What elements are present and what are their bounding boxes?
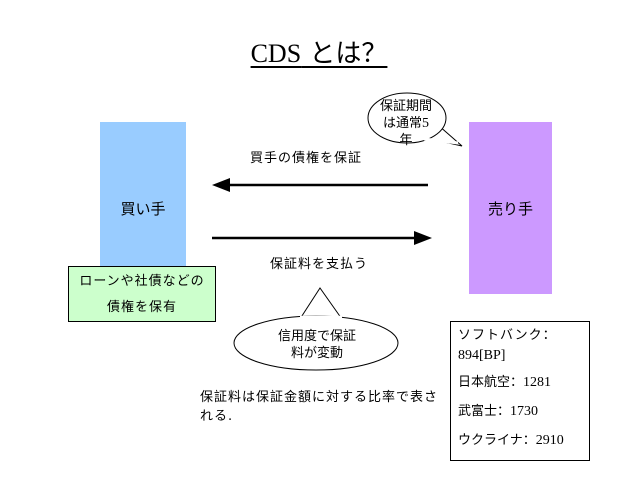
title-towa: とは？ [301, 39, 388, 69]
period-line-2: は通常 [382, 116, 422, 131]
bond-holding-box: ローンや社債などの 債権を保有 [68, 266, 216, 322]
guarantee-arrow-head [212, 178, 230, 192]
seller-box: 売り手 [469, 122, 552, 294]
page-title: CDS とは？ [0, 38, 638, 70]
rate-name-softbank: ソフトバンク： [458, 328, 557, 343]
rate-value-takefuji: 1730 [510, 404, 539, 419]
credit-callout-text: 信用度で保証 料が変動 [262, 328, 372, 362]
guarantee-label: 買手の債権を保証 [250, 151, 363, 166]
rate-name-ukraine: ウクライナ： [458, 433, 536, 448]
rate-row-jal: 日本航空：1281 [458, 373, 551, 392]
buyer-label: 買い手 [120, 200, 166, 218]
fee-note: 保証料は保証金額に対する比率で表される. [200, 390, 439, 424]
rate-name-takefuji: 武富士： [458, 404, 511, 419]
period-years: 5 [422, 116, 429, 131]
period-line-1: 保証期間 [379, 99, 432, 114]
period-line-3: 年 [399, 133, 413, 148]
cds-rates-box: ソフトバンク： 894[BP] 日本航空：1281 武富士：1730 ウクライナ… [450, 321, 590, 461]
rate-value-softbank: 894[BP] [458, 348, 506, 363]
fee-label: 保証料を支払う [270, 257, 369, 272]
rate-row-ukraine: ウクライナ：2910 [458, 431, 564, 450]
credit-line-1: 信用度で保証 [277, 329, 356, 344]
period-callout-bubble [367, 92, 447, 144]
rate-row-takefuji: 武富士：1730 [458, 402, 538, 421]
rate-value-ukraine: 2910 [535, 433, 564, 448]
buyer-box: 買い手 [100, 122, 186, 294]
period-callout-text: 保証期間 は通常5 年 [370, 98, 442, 149]
title-cds: CDS [250, 39, 302, 68]
rate-name-jal: 日本航空： [458, 375, 524, 390]
credit-callout-pointer [297, 287, 345, 323]
bond-line-1: ローンや社債などの [79, 274, 205, 289]
rate-row-softbank: 894[BP] [458, 346, 505, 365]
fee-arrow-head [414, 231, 432, 245]
rate-value-jal: 1281 [523, 375, 552, 390]
credit-line-2: 料が変動 [290, 346, 343, 361]
seller-label: 売り手 [487, 200, 533, 218]
bond-line-2: 債権を保有 [106, 300, 177, 315]
